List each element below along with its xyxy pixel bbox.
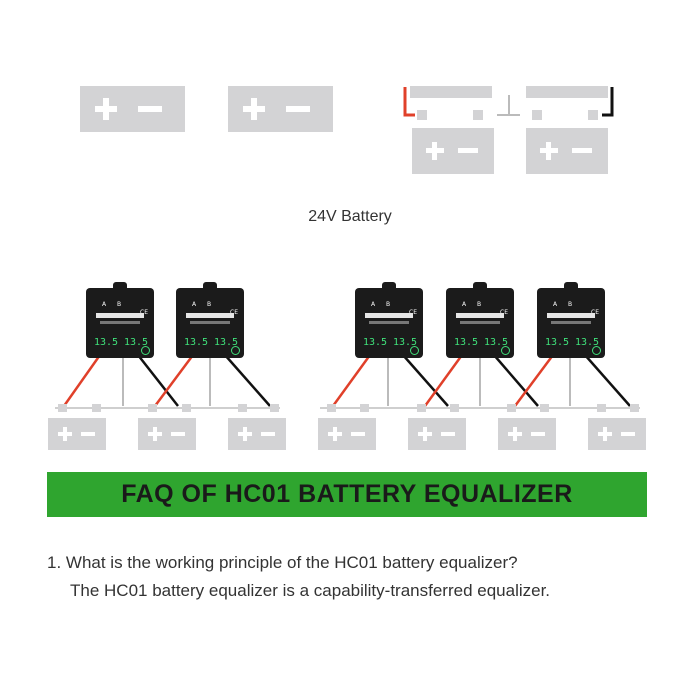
plus-icon	[418, 427, 432, 441]
power-icon	[410, 346, 419, 355]
terminal-b-label: B	[117, 301, 122, 308]
power-icon	[501, 346, 510, 355]
battery-group2-4	[588, 418, 646, 450]
battery-group1-2	[138, 418, 196, 450]
minus-icon	[286, 106, 310, 112]
power-icon	[231, 346, 240, 355]
battery-group2-3	[498, 418, 556, 450]
model-label-plate	[96, 313, 144, 318]
minus-icon	[621, 432, 635, 436]
ce-mark: CE	[591, 310, 599, 316]
caption-24v-battery: 24V Battery	[308, 208, 392, 225]
spec-label-plate	[100, 321, 140, 324]
minus-icon	[261, 432, 275, 436]
terminal-b-label: B	[386, 301, 391, 308]
terminal-a-label: A	[102, 301, 107, 308]
plus-icon	[148, 427, 162, 441]
faq-banner: FAQ OF HC01 BATTERY EQUALIZER	[47, 472, 647, 517]
model-label-plate	[456, 313, 504, 318]
ce-mark: CE	[140, 310, 148, 316]
equalizer-module-3: A B CE 13.5 13.5	[355, 282, 423, 358]
equalizer-module-1: A B CE 13.5 13.5	[86, 282, 154, 358]
plus-icon	[243, 98, 265, 120]
voltage-display-left: 13.5	[545, 337, 570, 348]
ce-mark: CE	[230, 310, 238, 316]
minus-icon	[572, 148, 592, 153]
terminal-b-label: B	[568, 301, 573, 308]
battery-series-2	[526, 128, 608, 174]
terminal-b-label: B	[477, 301, 482, 308]
minus-icon	[171, 432, 185, 436]
battery-single-2	[228, 86, 333, 132]
ce-mark: CE	[409, 310, 417, 316]
voltage-display-right: 13.5	[393, 337, 418, 348]
battery-group1-3	[228, 418, 286, 450]
terminal-a-label: A	[553, 301, 558, 308]
model-label-plate	[186, 313, 234, 318]
plus-icon	[508, 427, 522, 441]
minus-icon	[81, 432, 95, 436]
voltage-display-left: 13.5	[94, 337, 119, 348]
voltage-display-left: 13.5	[363, 337, 388, 348]
spec-label-plate	[460, 321, 500, 324]
plus-icon	[238, 427, 252, 441]
terminal-a-label: A	[371, 301, 376, 308]
minus-icon	[458, 148, 478, 153]
minus-icon	[531, 432, 545, 436]
plus-icon	[598, 427, 612, 441]
battery-group1-1	[48, 418, 106, 450]
battery-single-1	[80, 86, 185, 132]
minus-icon	[138, 106, 162, 112]
plus-icon	[426, 142, 444, 160]
faq-banner-title: FAQ OF HC01 BATTERY EQUALIZER	[121, 480, 573, 508]
voltage-display-right: 13.5	[124, 337, 149, 348]
minus-icon	[351, 432, 365, 436]
plus-icon	[95, 98, 117, 120]
faq-answer-1: The HC01 battery equalizer is a capabili…	[70, 581, 551, 600]
model-label-plate	[547, 313, 595, 318]
equalizer-module-2: A B CE 13.5 13.5	[176, 282, 244, 358]
battery-series-1	[412, 128, 494, 174]
equalizer-module-5: A B CE 13.5 13.5	[537, 282, 605, 358]
spec-label-plate	[369, 321, 409, 324]
ce-mark: CE	[500, 310, 508, 316]
terminal-a-label: A	[462, 301, 467, 308]
plus-icon	[328, 427, 342, 441]
equalizer-module-4: A B CE 13.5 13.5	[446, 282, 514, 358]
voltage-display-right: 13.5	[575, 337, 600, 348]
model-label-plate	[365, 313, 413, 318]
faq-question-1: 1. What is the working principle of the …	[47, 553, 518, 572]
terminal-b-label: B	[207, 301, 212, 308]
power-icon	[592, 346, 601, 355]
voltage-display-right: 13.5	[214, 337, 239, 348]
terminal-a-label: A	[192, 301, 197, 308]
voltage-display-left: 13.5	[184, 337, 209, 348]
battery-group2-2	[408, 418, 466, 450]
minus-icon	[441, 432, 455, 436]
voltage-display-left: 13.5	[454, 337, 479, 348]
spec-label-plate	[190, 321, 230, 324]
power-icon	[141, 346, 150, 355]
plus-icon	[58, 427, 72, 441]
spec-label-plate	[551, 321, 591, 324]
plus-icon	[540, 142, 558, 160]
voltage-display-right: 13.5	[484, 337, 509, 348]
battery-group2-1	[318, 418, 376, 450]
